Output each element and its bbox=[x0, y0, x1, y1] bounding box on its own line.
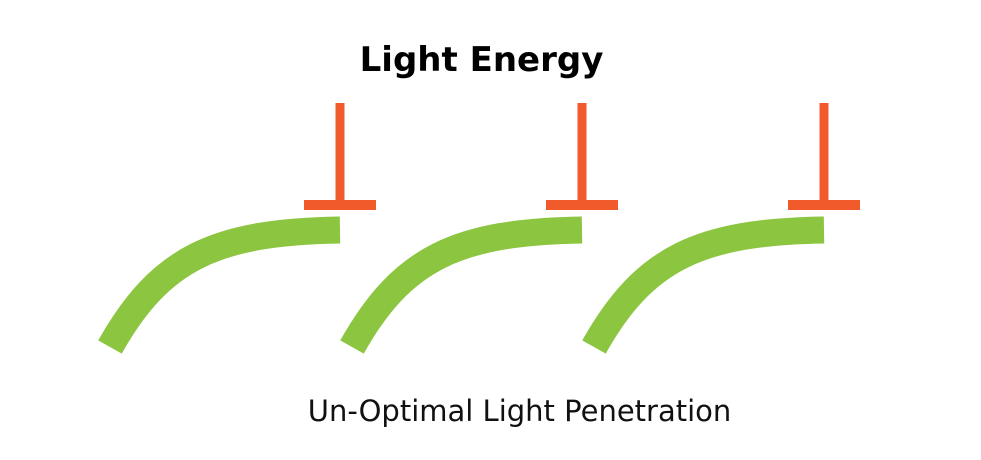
light-ray-3-icon bbox=[788, 103, 860, 210]
diagram-caption: Un-Optimal Light Penetration bbox=[0, 394, 981, 428]
light-ray-2-icon bbox=[546, 103, 618, 210]
leaf-3-icon bbox=[582, 216, 825, 354]
light-ray-1-icon bbox=[304, 103, 376, 210]
diagram-caption-text: Un-Optimal Light Penetration bbox=[307, 394, 732, 428]
diagram-title: Light Energy bbox=[0, 40, 981, 80]
leaf-1-icon bbox=[98, 216, 341, 354]
diagram-title-text: Light Energy bbox=[359, 40, 604, 80]
leaf-2-icon bbox=[340, 216, 583, 354]
